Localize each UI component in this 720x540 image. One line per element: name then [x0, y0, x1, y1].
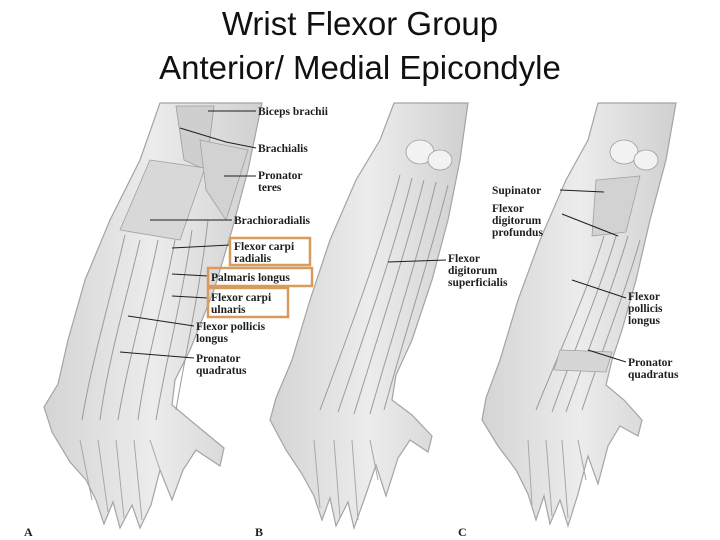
label-supinator: Supinator [492, 185, 541, 197]
label-pronator-quadratus-a: Pronator quadratus [196, 353, 247, 377]
label-flexor-carpi-radialis: Flexor carpi radialis [234, 241, 297, 265]
label-brachialis: Brachialis [258, 143, 308, 155]
label-pronator-teres: Pronator teres [258, 170, 305, 194]
labels-panel-b: Flexor digitorum superficialis B [255, 253, 508, 539]
slide-title: Wrist Flexor Group Anterior/ Medial Epic… [0, 2, 720, 90]
panel-letter-c: C [458, 525, 467, 539]
panel-letter-a: A [24, 525, 33, 539]
highlight-flexor-carpi-ulnaris [206, 286, 290, 319]
label-flexor-digitorum-profundus: Flexor digitorum profundus [492, 203, 544, 239]
label-brachioradialis: Brachioradialis [234, 215, 311, 227]
label-flexor-carpi-ulnaris: Flexor carpi ulnaris [211, 292, 274, 316]
highlight-palmaris-longus [206, 266, 314, 288]
label-flexor-digitorum-superficialis: Flexor digitorum superficialis [448, 253, 508, 289]
label-flexor-pollicis-longus-c: Flexor pollicis longus [628, 291, 665, 327]
labels-panel-c: Supinator Flexor digitorum profundus Fle… [458, 185, 679, 539]
title-line-2: Anterior/ Medial Epicondyle [159, 49, 561, 86]
labels-panel-a: Biceps brachii Brachialis Pronator teres… [24, 106, 329, 539]
label-palmaris-longus: Palmaris longus [211, 272, 290, 284]
arm-illustration-c [481, 102, 677, 529]
label-flexor-pollicis-longus: Flexor pollicis longus [196, 321, 268, 345]
panel-letter-b: B [255, 525, 263, 539]
title-line-1: Wrist Flexor Group [221, 5, 499, 42]
arm-illustration-b [269, 102, 469, 531]
label-pronator-quadratus-c: Pronator quadratus [628, 357, 679, 381]
highlight-flexor-carpi-radialis [228, 236, 312, 267]
label-biceps-brachii: Biceps brachii [258, 106, 329, 118]
